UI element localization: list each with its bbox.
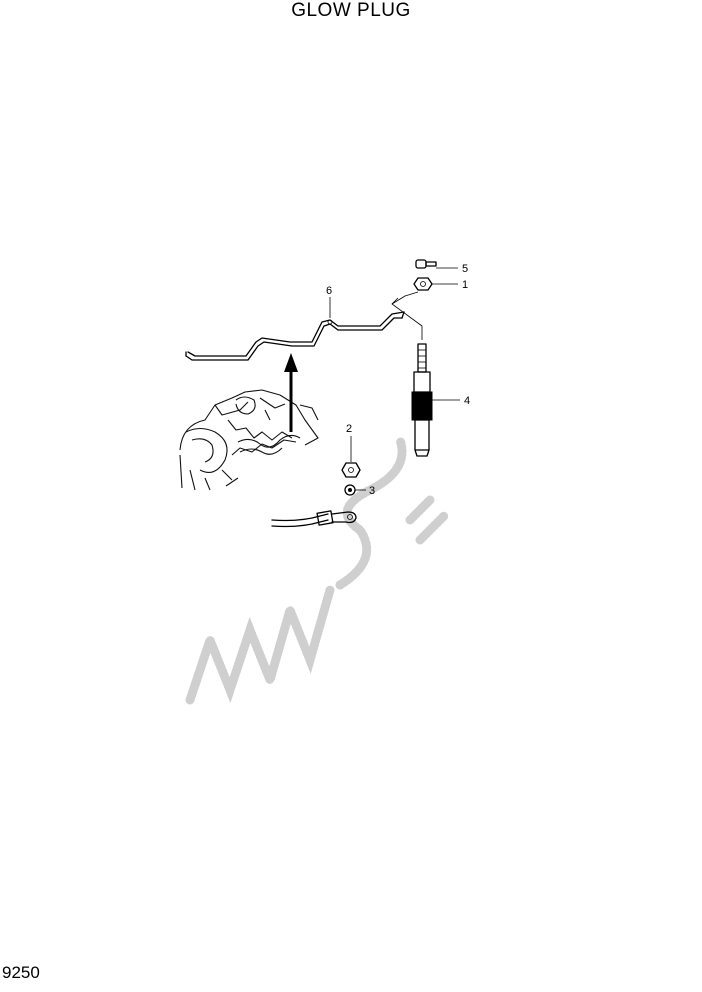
callout-3: 3: [369, 485, 375, 497]
watermark: [185, 435, 450, 705]
leader-lines: [329, 267, 460, 491]
assembly-arrow: [284, 353, 298, 432]
glow-plug: [411, 343, 433, 457]
callout-1: 1: [462, 279, 468, 291]
bolt: [415, 259, 437, 269]
callout-6: 6: [326, 285, 332, 297]
bracket-line: [391, 297, 423, 340]
page-title: GLOW PLUG: [291, 0, 411, 21]
spring-washer: [344, 484, 356, 496]
callout-4: 4: [464, 395, 470, 407]
nut-lower: [341, 462, 361, 478]
power-cable: [271, 510, 357, 528]
callout-2: 2: [346, 423, 352, 435]
callout-5: 5: [462, 263, 468, 275]
nut-upper: [413, 277, 433, 291]
connection-plate: [185, 311, 405, 361]
page-number: 9250: [2, 963, 40, 982]
engine-block: [179, 389, 319, 491]
